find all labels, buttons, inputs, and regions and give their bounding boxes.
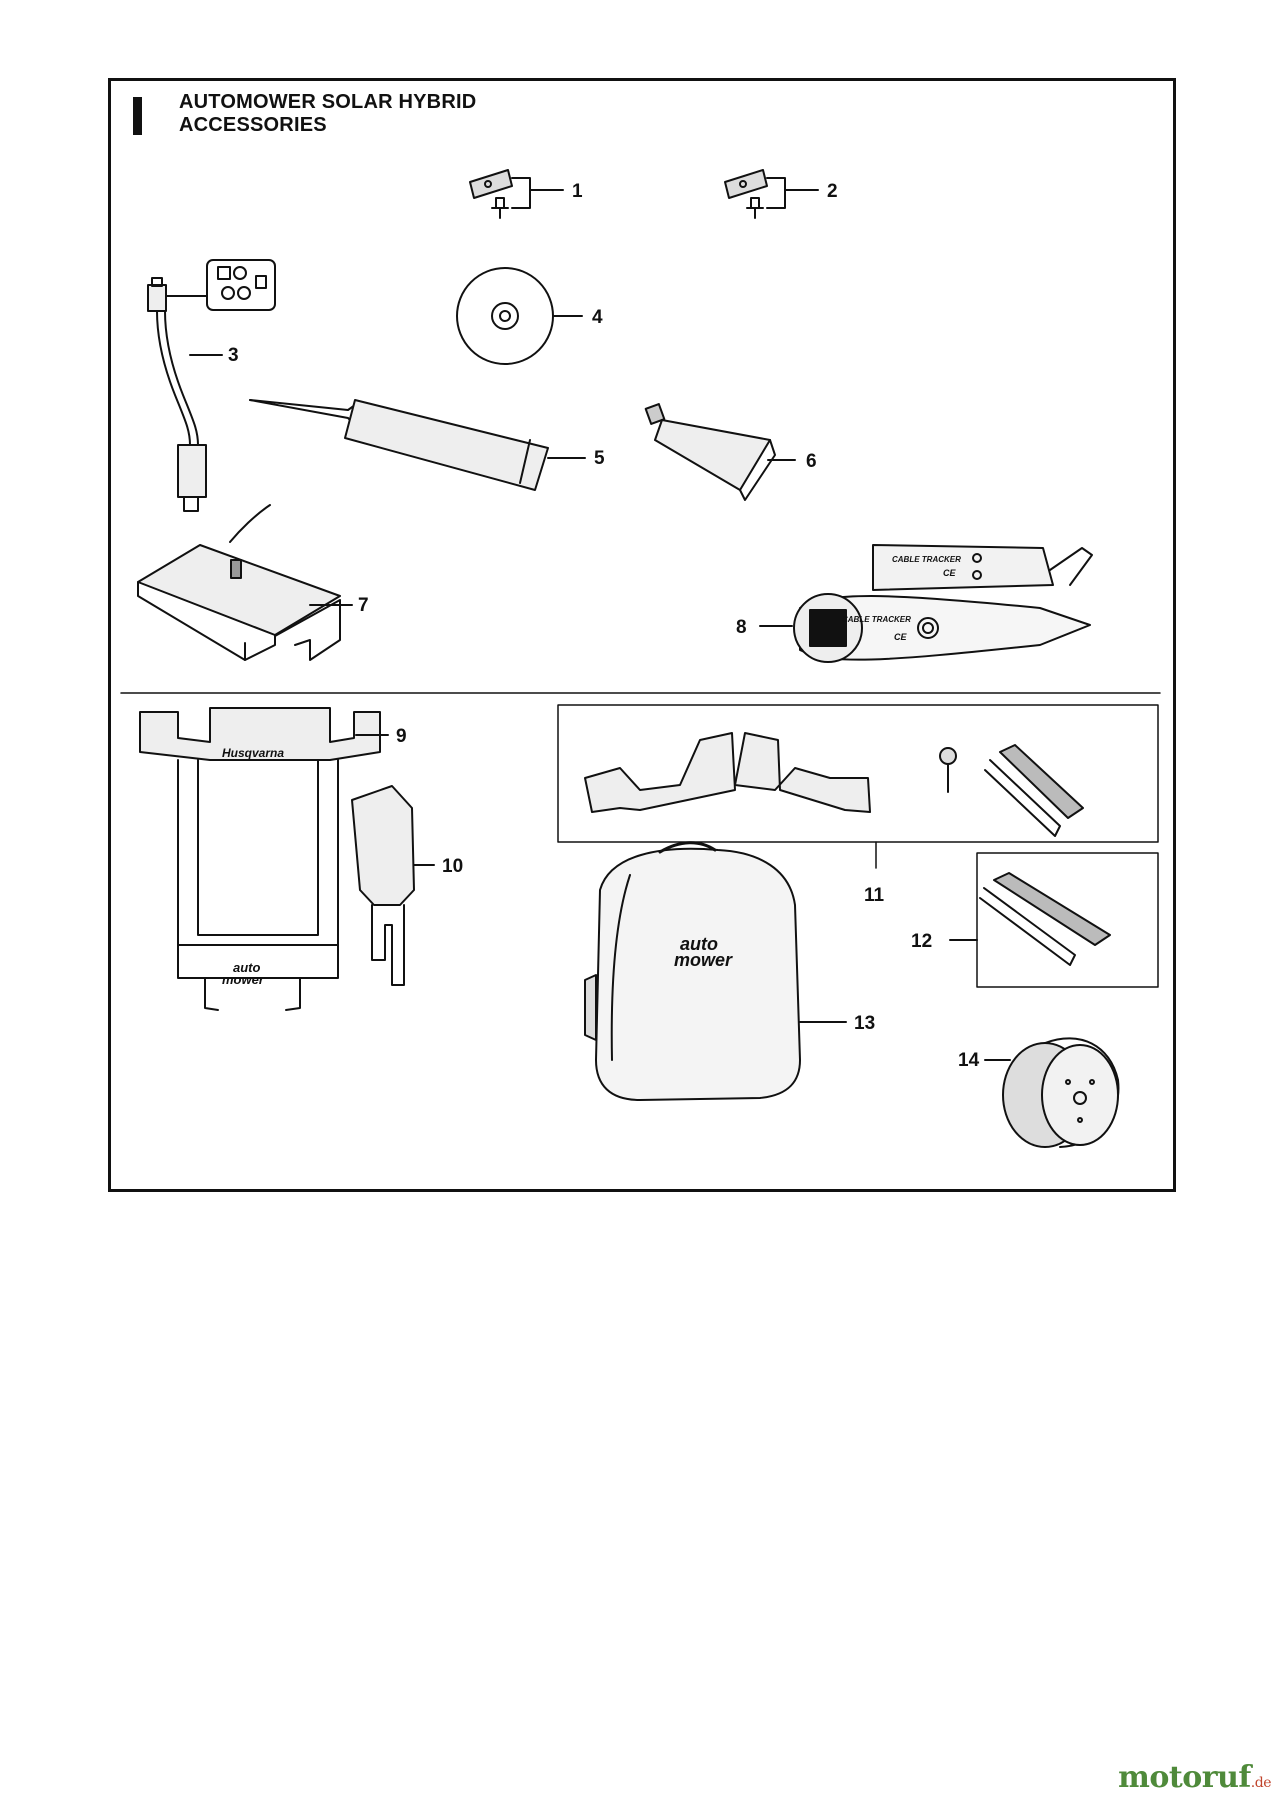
part-4-cd-disc — [456, 267, 583, 365]
callout-14: 14 — [958, 1050, 980, 1071]
hanger-brand-auto: auto — [233, 960, 261, 975]
watermark-logo: motoruf.de — [1118, 1760, 1271, 1795]
callout-7: 7 — [358, 595, 369, 616]
part-6-grease-tube — [644, 403, 796, 501]
callout-13: 13 — [854, 1013, 875, 1034]
part-7-station-cover — [137, 504, 353, 661]
diagram-title-line-1: AUTOMOWER SOLAR HYBRID — [179, 91, 477, 113]
callout-2: 2 — [827, 181, 838, 202]
diagram-title-line-2: ACCESSORIES — [179, 114, 327, 136]
part-2-blade-kit — [724, 169, 819, 219]
hanger-brand-mower: mower — [222, 972, 265, 987]
part-14-wheel — [984, 1037, 1120, 1148]
diagram-frame — [108, 78, 1176, 1192]
watermark-main-text: motoruf — [1118, 1760, 1251, 1795]
callout-9: 9 — [396, 726, 407, 747]
watermark-tld-text: .de — [1250, 1775, 1272, 1791]
part-1-blade-kit — [469, 169, 564, 219]
part-5-sealant-cartridge — [249, 399, 586, 491]
tracker-label-bottom: CABLE TRACKER — [842, 615, 911, 624]
callout-12: 12 — [911, 931, 932, 952]
callout-10: 10 — [442, 856, 463, 877]
callout-3: 3 — [228, 345, 239, 366]
ce-mark-top: CE — [943, 568, 956, 578]
callout-4: 4 — [592, 307, 603, 328]
part-9-wall-hanger — [139, 707, 389, 1011]
part-13-carry-bag — [584, 841, 847, 1101]
tracker-label-top: CABLE TRACKER — [892, 555, 961, 564]
part-3-usb-cable — [147, 259, 276, 512]
callout-1: 1 — [572, 181, 583, 202]
part-11-accessory-kit — [557, 704, 1159, 869]
brand-logo-text: Husqvarna — [222, 746, 284, 760]
callout-6: 6 — [806, 451, 817, 472]
part-8-cable-tracker — [759, 544, 1093, 663]
section-marker-bar — [133, 97, 142, 135]
callout-8: 8 — [736, 617, 747, 638]
ce-mark-bottom: CE — [894, 632, 907, 642]
callout-11: 11 — [864, 885, 885, 906]
part-12-brush — [949, 852, 1159, 988]
bag-brand-auto: auto — [680, 934, 718, 954]
part-10-handle-tool — [351, 785, 435, 986]
callout-5: 5 — [594, 448, 605, 469]
bag-brand-mower: mower — [674, 950, 733, 970]
